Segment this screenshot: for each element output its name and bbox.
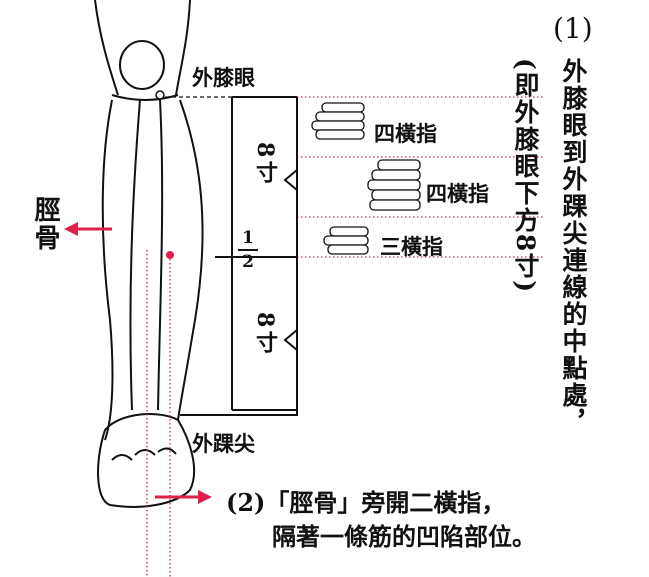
ankle-tip-label: 外踝尖 [192,431,255,456]
note1-number: (1) [553,12,593,45]
kneecap [119,40,165,90]
note1-aside: (即外膝眼下方8寸) [511,58,540,295]
finger-icons [311,102,421,255]
thigh-outline-right [175,0,191,96]
calf-outline-left [101,99,114,441]
fraction-numerator: 1 [242,228,254,248]
fibula-line [157,99,164,411]
note1-main: 外膝眼到外踝尖連線的中點處， [559,58,588,436]
half-fraction: 1 2 [238,228,258,272]
knee-eye-point [155,90,165,100]
lower-cun-label: 8寸 [252,312,278,358]
knee-eye-label: 外膝眼 [192,65,255,90]
note2-line1: (2)「脛骨」旁開二橫指， [226,488,506,517]
four-fingers-label-2: 四橫指 [426,181,489,206]
upper-cun-label: 8寸 [252,142,278,188]
measurement-brackets [180,96,298,416]
note2-line2: 隔著一條筋的凹陷部位。 [272,522,536,551]
red-dotted-guides [146,96,545,577]
three-fingers-label: 三橫指 [380,234,443,259]
foot-outline [97,413,195,508]
tibia-label: 脛骨 [30,196,60,252]
fraction-denominator: 2 [242,252,254,272]
thigh-outline-left [94,0,119,96]
zusanli-point [166,251,174,259]
tibia-line [129,99,141,411]
four-fingers-label-1: 四橫指 [374,121,437,146]
